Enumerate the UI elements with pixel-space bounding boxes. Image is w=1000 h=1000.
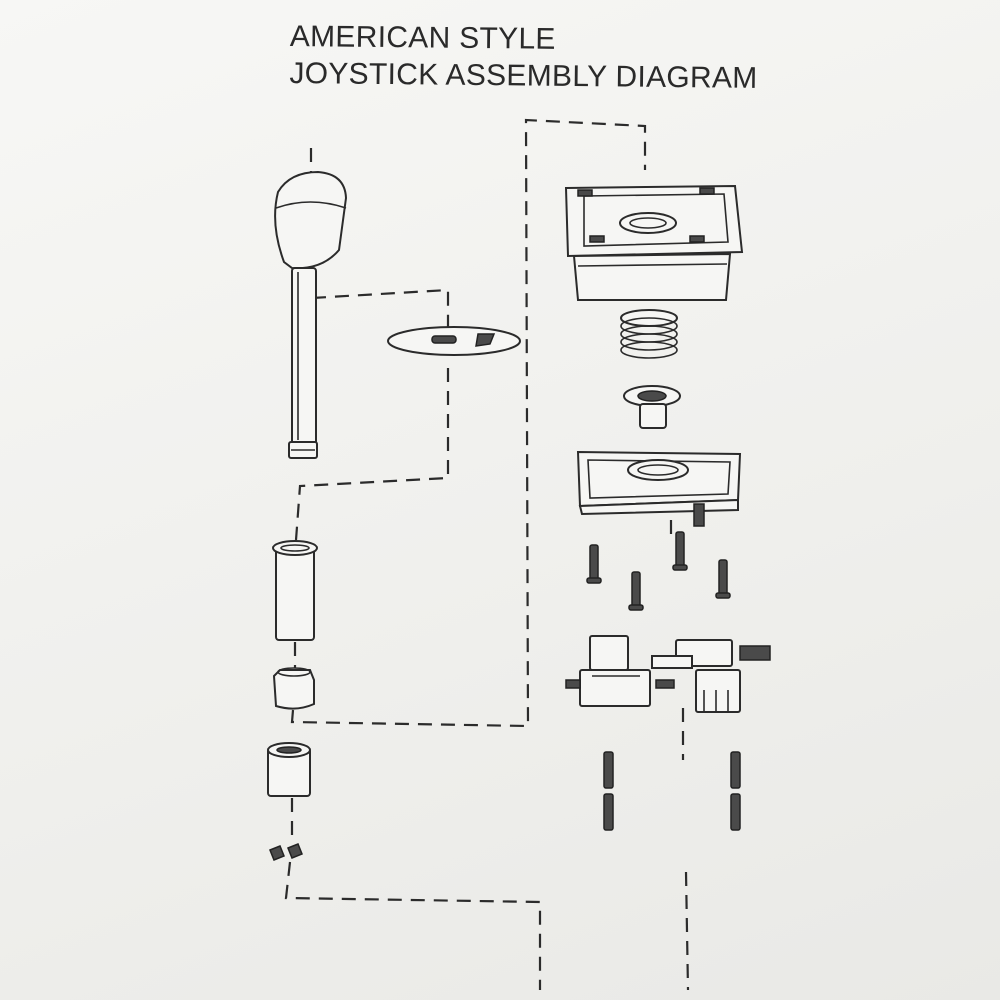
leader-clip-to-bottom xyxy=(284,861,542,990)
microswitches xyxy=(565,635,771,713)
pivot-bushing xyxy=(623,385,681,429)
actuator xyxy=(267,742,311,797)
leader-shaft-to-dustwasher xyxy=(311,288,450,340)
shaft-sleeve xyxy=(272,540,318,641)
leader-dustwasher-to-sleeve xyxy=(294,368,450,541)
leader-right-bottom xyxy=(684,871,690,991)
ball-top xyxy=(274,170,348,270)
e-clip xyxy=(269,843,303,861)
screws-upper xyxy=(586,531,731,611)
base-plate xyxy=(576,450,742,527)
spring xyxy=(620,309,678,359)
joystick-shaft xyxy=(274,170,348,459)
leader-spacer-to-mount xyxy=(290,118,647,728)
mounting-plate xyxy=(564,184,744,301)
leader-lines xyxy=(284,118,690,991)
spacer xyxy=(272,667,315,710)
screws-lower xyxy=(603,751,741,831)
dust-washer xyxy=(387,326,521,356)
